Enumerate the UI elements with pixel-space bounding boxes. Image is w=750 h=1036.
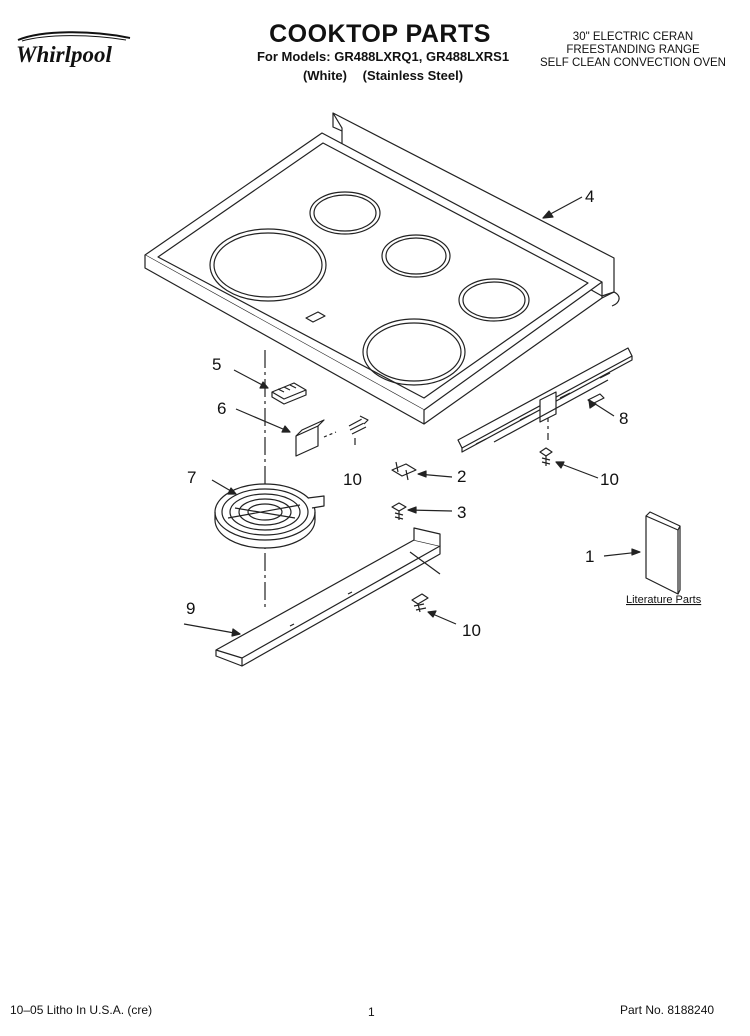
callout-1: 1 [585,547,594,566]
footer-part-number: Part No. 8188240 [620,1003,715,1017]
bracket-part-6 [235,408,325,457]
literature-parts-label: Literature Parts [626,594,702,606]
callout-6: 6 [217,399,226,418]
description-line-2: FREESTANDING RANGE [566,44,700,56]
burner-left-front [209,228,327,302]
callout-10-right: 10 [600,470,619,489]
models-line: For Models: GR488LXRQ1, GR488LXRS1 [256,49,510,64]
callout-4: 4 [585,187,594,206]
screw-part-3 [391,502,453,520]
description-line-3: SELF CLEAN CONVECTION OVEN [540,57,726,69]
surface-element-part-7 [211,479,325,549]
screw-part-10a [323,415,369,445]
callout-10-upper: 10 [343,470,362,489]
callout-8: 8 [619,409,628,428]
callout-3: 3 [457,503,466,522]
clip-part-2 [391,461,453,481]
page-title: COOKTOP PARTS [269,20,491,48]
callout-10-lower: 10 [462,621,481,640]
variant-white: (White) [302,68,347,83]
burner-right-front [362,318,466,386]
support-bracket-part-9 [183,527,441,667]
burner-left-rear [309,191,381,235]
screw-part-10c [539,447,599,479]
callout-5: 5 [212,355,221,374]
callout-9: 9 [186,599,195,618]
literature-part-1 [603,511,681,595]
footer-litho: 10–05 Litho In U.S.A. (cre) [10,1003,153,1017]
description-line-1: 30" ELECTRIC CERAN [572,31,694,43]
brand-wordmark: Whirlpool [16,42,112,67]
cooktop-glass-part-4 [144,112,620,425]
model-variants: (White) (Stainless Steel) [238,68,528,83]
callout-7: 7 [187,468,196,487]
terminal-block-part-5 [233,369,307,405]
variant-stainless: (Stainless Steel) [362,68,464,83]
whirlpool-logo: Whirlpool [16,31,131,67]
burner-center [381,234,451,278]
product-description: 30" ELECTRIC CERAN FREESTANDING RANGE SE… [520,31,746,70]
footer-page-number: 1 [368,1005,375,1019]
screw-part-10b [411,593,457,625]
front-rail-part-8 [457,347,633,453]
callout-2: 2 [457,467,466,486]
burner-right-rear [458,278,530,322]
